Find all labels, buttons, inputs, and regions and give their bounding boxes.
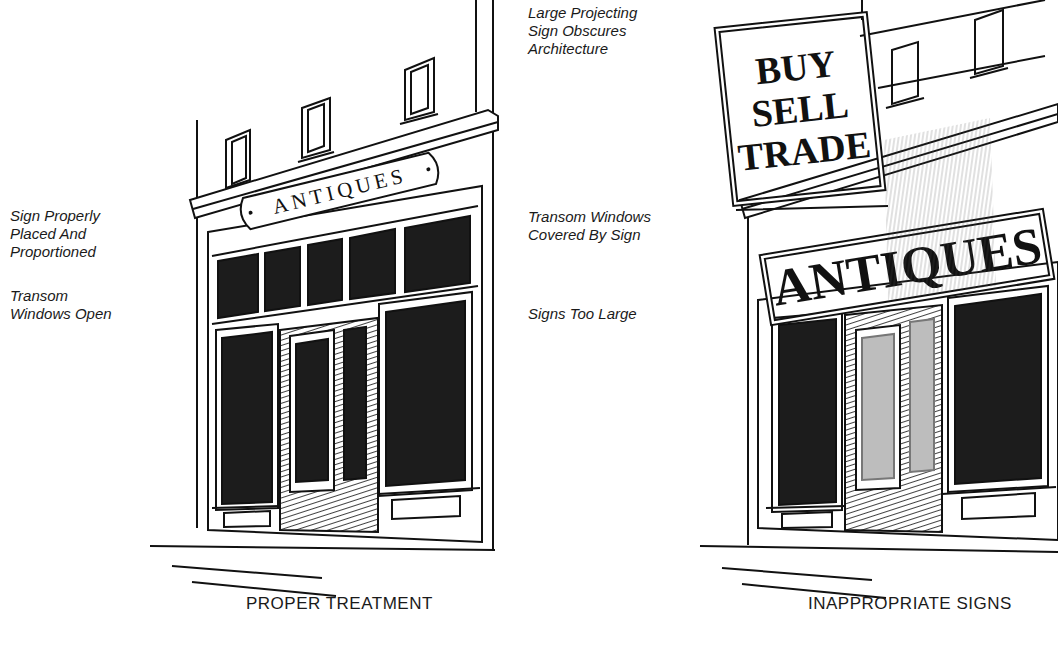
sidewalk-lines [700, 546, 1058, 598]
sign-text-group: ANTIQUES [270, 163, 409, 219]
window-frame [772, 312, 842, 512]
inappropriate-building [700, 0, 1058, 598]
door-glass [296, 339, 328, 482]
bulkhead-line [766, 487, 1056, 508]
transom-window [218, 254, 258, 318]
proper-building [150, 0, 498, 596]
sign-text-group: BUY SELL TRADE [722, 39, 878, 179]
window-frame [379, 292, 472, 496]
bulkhead-panel [782, 512, 832, 528]
transom-window [308, 239, 342, 305]
window-frame [948, 286, 1048, 492]
caption: INAPPROPRIATE SIGNS [808, 594, 1048, 614]
sidewalk-lines [150, 546, 495, 596]
sign-border [760, 209, 1055, 325]
bulkhead-line [212, 488, 480, 508]
door [290, 330, 334, 492]
display-window [955, 294, 1041, 484]
sign-border [238, 152, 442, 231]
callout-note: Signs Too Large [528, 305, 678, 323]
door-glass [862, 334, 894, 480]
sign-text: BUY SELL TRADE [722, 39, 878, 179]
bulkhead-panel [392, 496, 460, 519]
door-side-glass [344, 327, 366, 480]
callout-note: Transom Windows Covered By Sign [528, 208, 658, 244]
upper-window [405, 58, 434, 120]
sign-text: ANTIQUES [270, 163, 409, 219]
bulkhead-panel [224, 511, 270, 527]
window-frame [216, 324, 278, 510]
storefront-frame [208, 186, 482, 542]
sign-ornament [426, 167, 431, 172]
display-window [222, 332, 272, 504]
sign-board: ANTIQUES [231, 147, 449, 235]
upper-window [302, 98, 330, 158]
transom-window [265, 247, 300, 311]
callout-note: Transom Windows Open [10, 287, 130, 323]
callout-note: Large Projecting Sign Obscures Architect… [528, 4, 640, 58]
bulkhead-panel [962, 493, 1035, 519]
display-window [386, 301, 465, 486]
upper-window [308, 104, 324, 152]
upper-window [892, 42, 918, 104]
door [856, 325, 900, 490]
callout-note: Sign Properly Placed And Proportioned [10, 207, 145, 261]
door-recess [845, 305, 942, 532]
obscured-area [884, 118, 996, 300]
sign-border [715, 12, 886, 206]
upper-window [232, 136, 246, 184]
door-side-glass [910, 319, 934, 472]
transom-window [405, 216, 470, 292]
display-window [779, 319, 836, 505]
sign-board: BUY SELL TRADE [713, 10, 887, 207]
sign-board: ANTIQUES [758, 207, 1056, 327]
wall-lines [197, 0, 493, 550]
door-recess [280, 318, 378, 532]
caption: PROPER TREATMENT [246, 594, 506, 614]
cornice [190, 110, 498, 218]
sign-ornament [248, 210, 253, 215]
upper-window [226, 130, 250, 188]
upper-window [411, 65, 428, 114]
transom-window [350, 229, 395, 299]
